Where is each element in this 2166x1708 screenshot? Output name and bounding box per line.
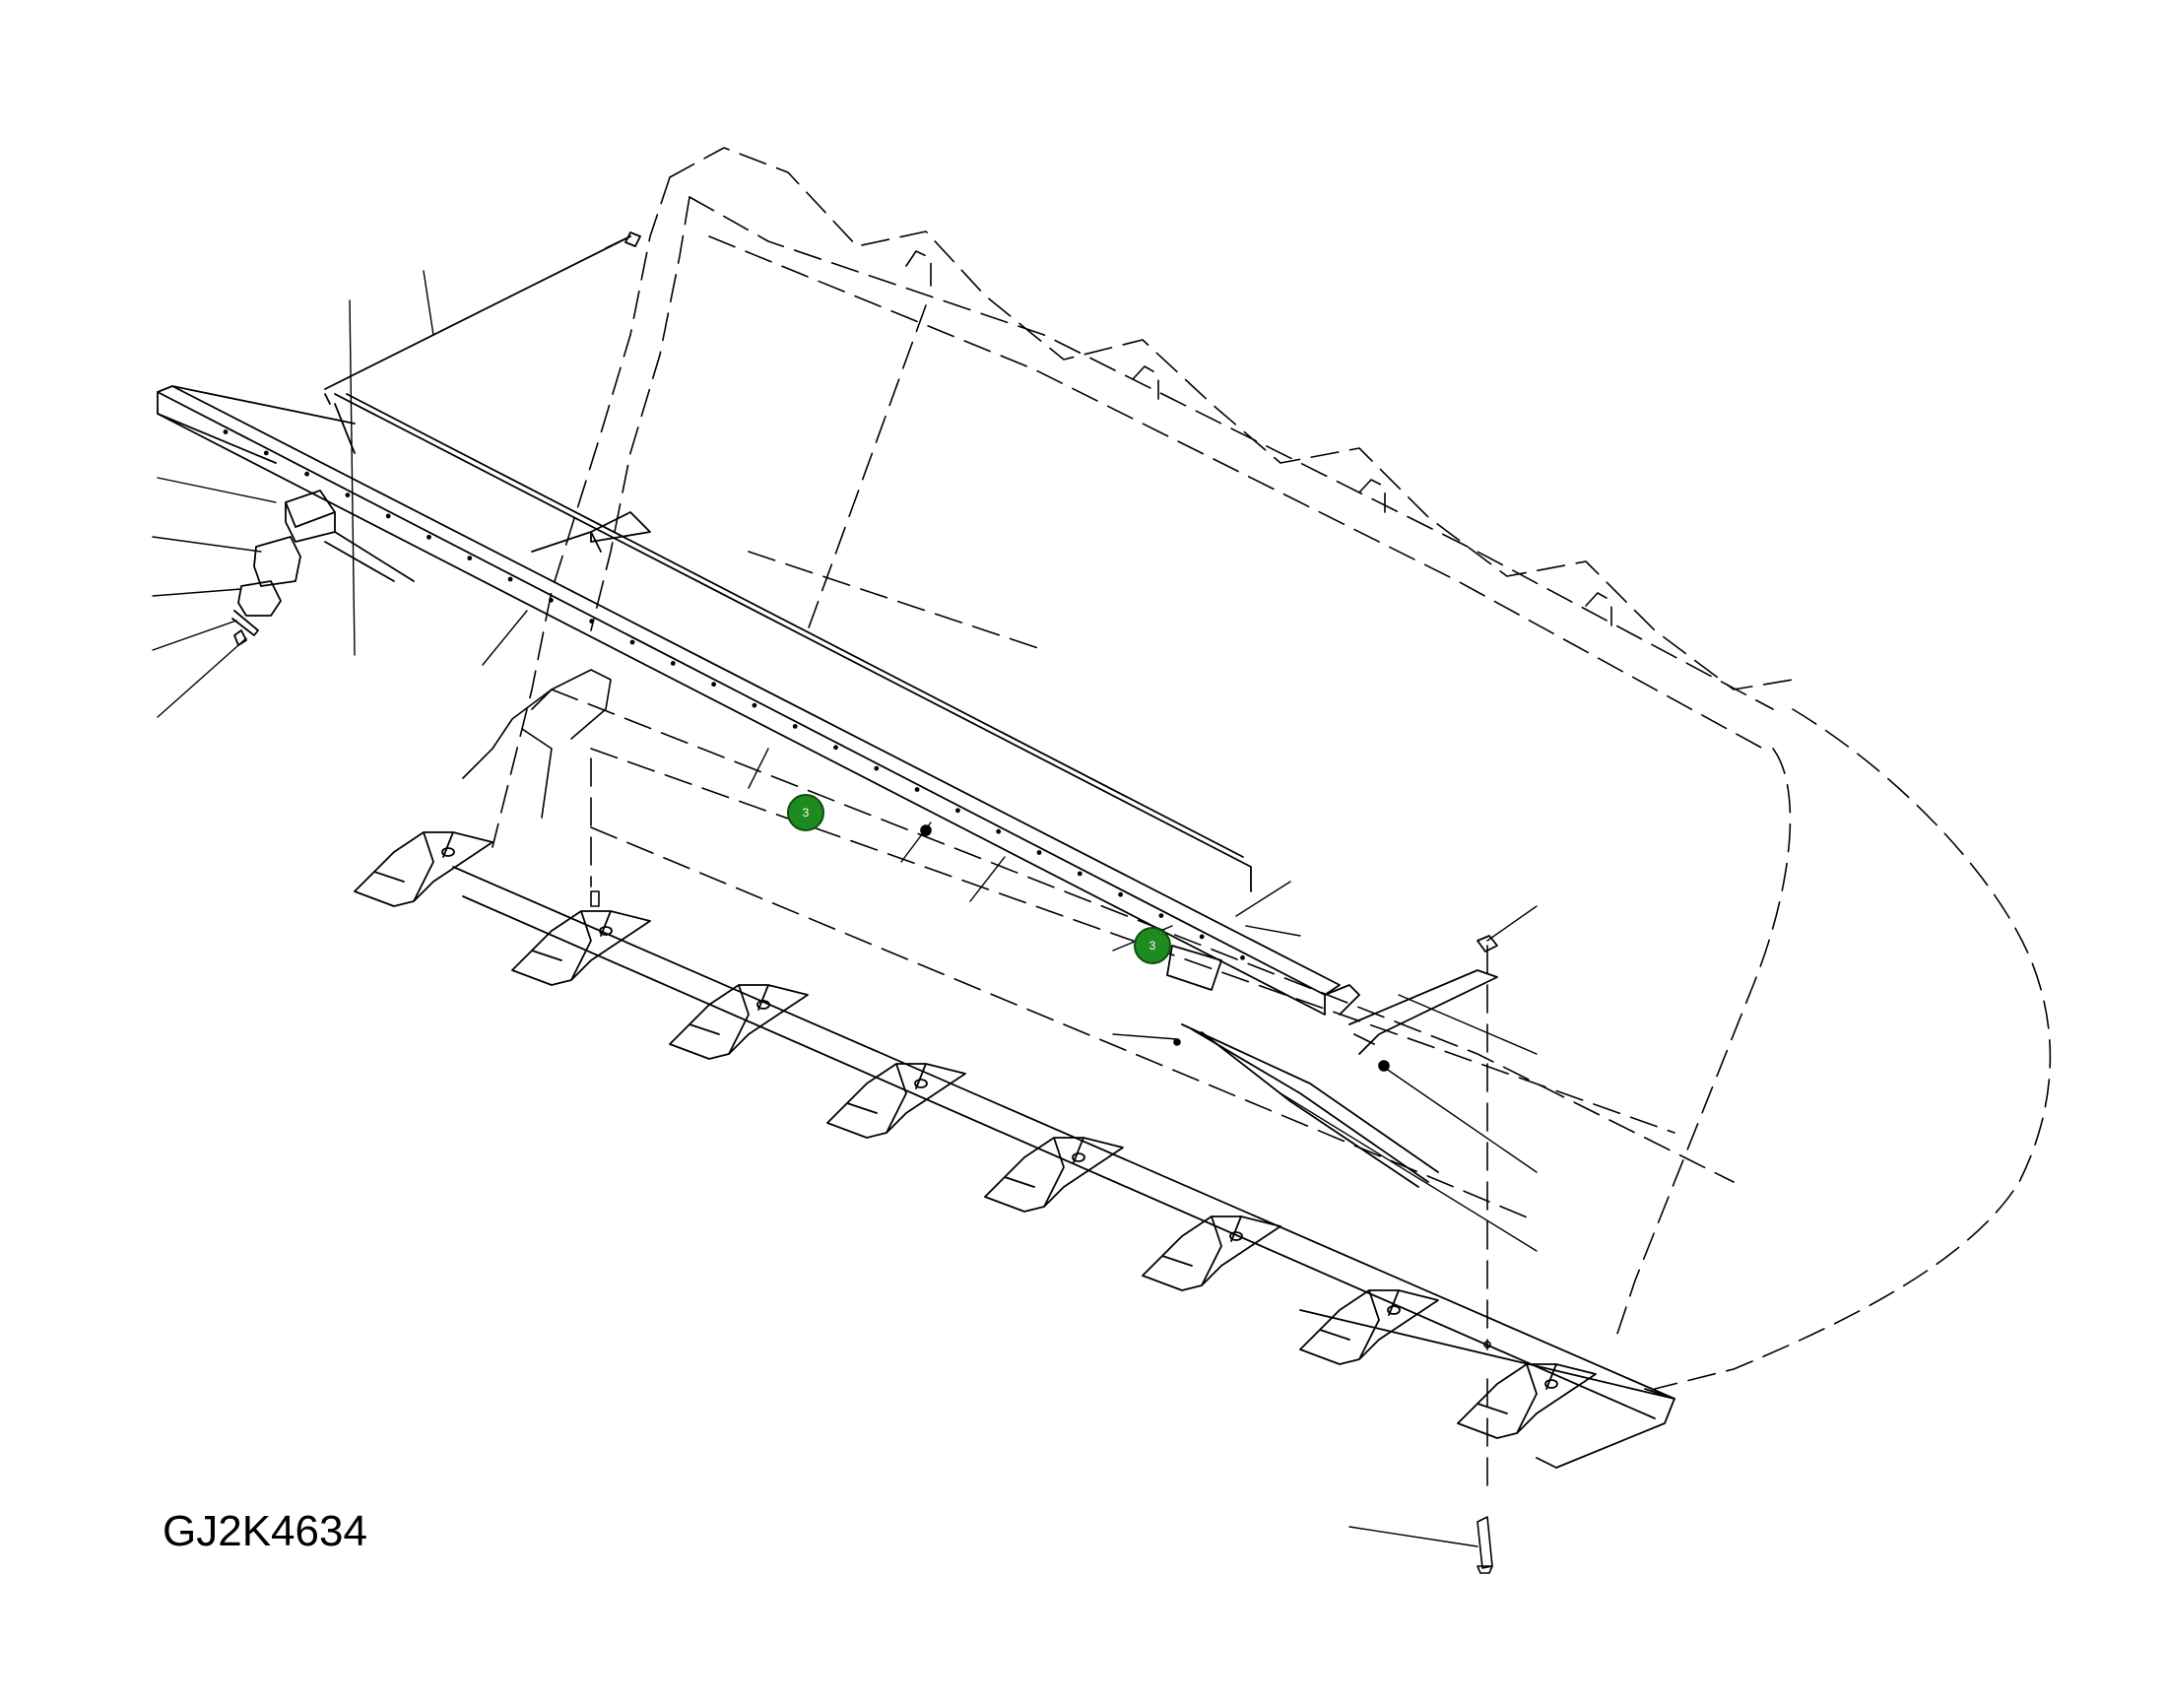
beam-hole <box>385 513 391 519</box>
beam-hole <box>833 745 838 751</box>
tooth-adapter <box>354 831 493 907</box>
leader-lines <box>152 270 1538 1547</box>
beam-hole <box>427 534 431 540</box>
tooth-pin-hole <box>1544 1379 1558 1389</box>
beam-hole <box>996 828 1002 834</box>
beam-hole <box>670 661 676 666</box>
upper-rod <box>324 231 1252 892</box>
tooth-adapter <box>1299 1289 1439 1365</box>
beam-holes <box>223 429 1245 960</box>
callout-marker-b[interactable]: 3 <box>1134 927 1171 964</box>
beam-hole <box>914 787 920 792</box>
callout-marker-b-label: 3 <box>1149 939 1156 953</box>
tooth-adapter <box>669 984 809 1060</box>
drawing-code: GJ2K4634 <box>163 1507 367 1555</box>
right-end-parts <box>1166 935 1498 1188</box>
beam-hole <box>549 597 554 603</box>
beam-hole <box>711 682 716 688</box>
tooth-adapter <box>984 1137 1124 1213</box>
beam <box>157 385 1360 1016</box>
beam-hole <box>629 639 635 645</box>
tooth-adapter <box>1142 1215 1281 1291</box>
fasteners <box>590 824 1493 1574</box>
cutting-edge <box>452 866 1675 1469</box>
tooth-pin-hole <box>1072 1152 1085 1162</box>
tooth-pin-hole <box>441 847 455 857</box>
callout-marker-a[interactable]: 3 <box>787 794 824 831</box>
beam-hole <box>1240 954 1245 960</box>
beam-hole <box>263 450 269 456</box>
callout-marker-a-label: 3 <box>803 806 810 820</box>
tooth-pin-hole <box>599 926 613 936</box>
beam-hole <box>1118 891 1123 897</box>
beam-hole <box>955 808 960 814</box>
beam-hole <box>345 493 351 497</box>
beam-hole <box>304 471 309 477</box>
beam-hole <box>507 576 513 582</box>
beam-hole <box>1077 871 1083 877</box>
tooth-pin-hole <box>914 1079 928 1088</box>
bucket-teeth <box>354 831 1597 1439</box>
bucket-left-side <box>462 669 612 819</box>
tooth-adapter <box>1457 1363 1597 1439</box>
tooth-pin-hole <box>1229 1231 1243 1241</box>
tooth-adapter <box>826 1063 966 1139</box>
bucket-outline <box>492 147 2052 1498</box>
tooth-pin-hole <box>1387 1305 1401 1315</box>
beam-hole <box>874 765 880 771</box>
tooth-pin-hole <box>756 1000 770 1010</box>
beam-hole <box>223 429 229 434</box>
beam-hole <box>1199 934 1205 940</box>
left-parts <box>231 490 415 646</box>
beam-hole <box>752 702 757 708</box>
tooth-adapter <box>511 910 651 986</box>
beam-hole <box>589 619 595 624</box>
beam-hole <box>1158 913 1164 918</box>
beam-hole <box>1036 850 1042 855</box>
beam-hole <box>792 724 798 729</box>
beam-hole <box>467 556 473 560</box>
